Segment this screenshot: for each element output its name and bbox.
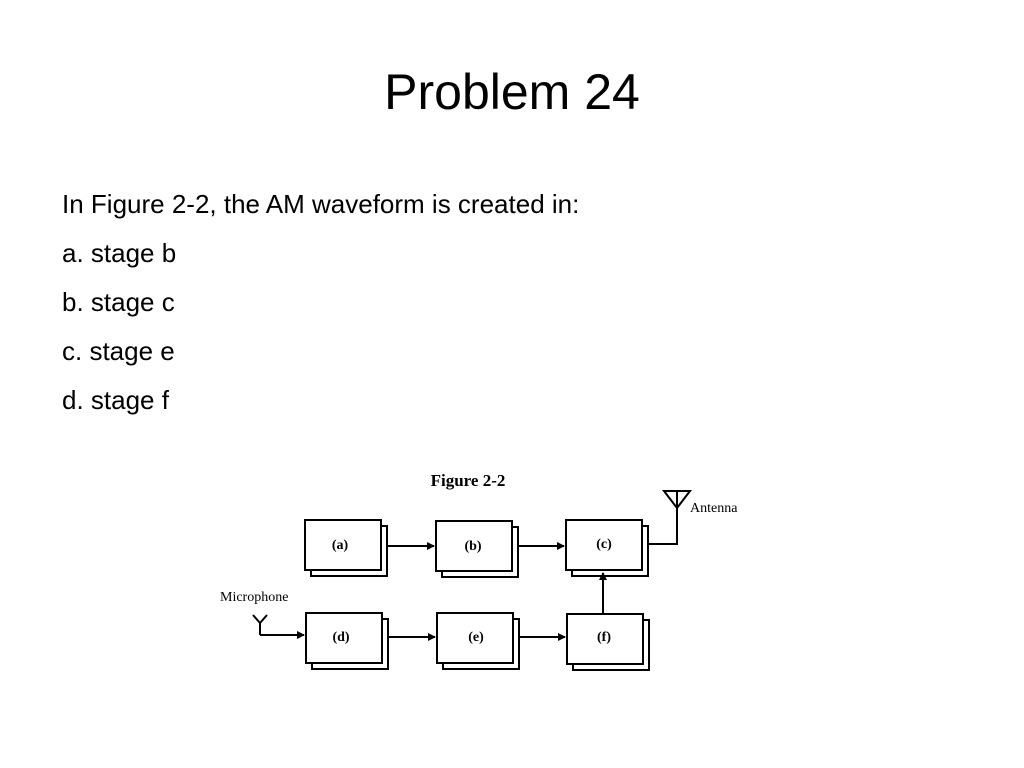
slide-title: Problem 24 — [384, 64, 640, 120]
microphone-icon — [252, 614, 305, 639]
stage-b-block: (b) — [435, 520, 519, 578]
stage-d-label: (d) — [332, 630, 349, 645]
option-a: a. stage b — [62, 238, 177, 268]
question-body: In Figure 2-2, the AM waveform is create… — [62, 186, 579, 431]
stage-c-label: (c) — [596, 537, 612, 552]
stage-d-block: (d) — [305, 612, 389, 670]
stage-e-label: (e) — [468, 630, 484, 645]
figure-caption: Figure 2-2 — [431, 471, 506, 490]
stage-c-block: (c) — [565, 519, 649, 577]
stage-a-block: (a) — [304, 519, 388, 577]
stage-a-label: (a) — [332, 538, 349, 553]
question-prompt: In Figure 2-2, the AM waveform is create… — [62, 189, 580, 219]
stage-f-block: (f) — [566, 613, 650, 671]
antenna-icon — [648, 490, 693, 545]
option-b: b. stage c — [62, 287, 175, 317]
stage-b-label: (b) — [464, 539, 481, 554]
antenna-label: Antenna — [690, 501, 738, 516]
option-c: c. stage e — [62, 336, 175, 366]
stage-e-block: (e) — [436, 612, 520, 670]
stage-f-label: (f) — [597, 630, 611, 645]
option-d: d. stage f — [62, 385, 169, 415]
microphone-label: Microphone — [220, 590, 288, 605]
